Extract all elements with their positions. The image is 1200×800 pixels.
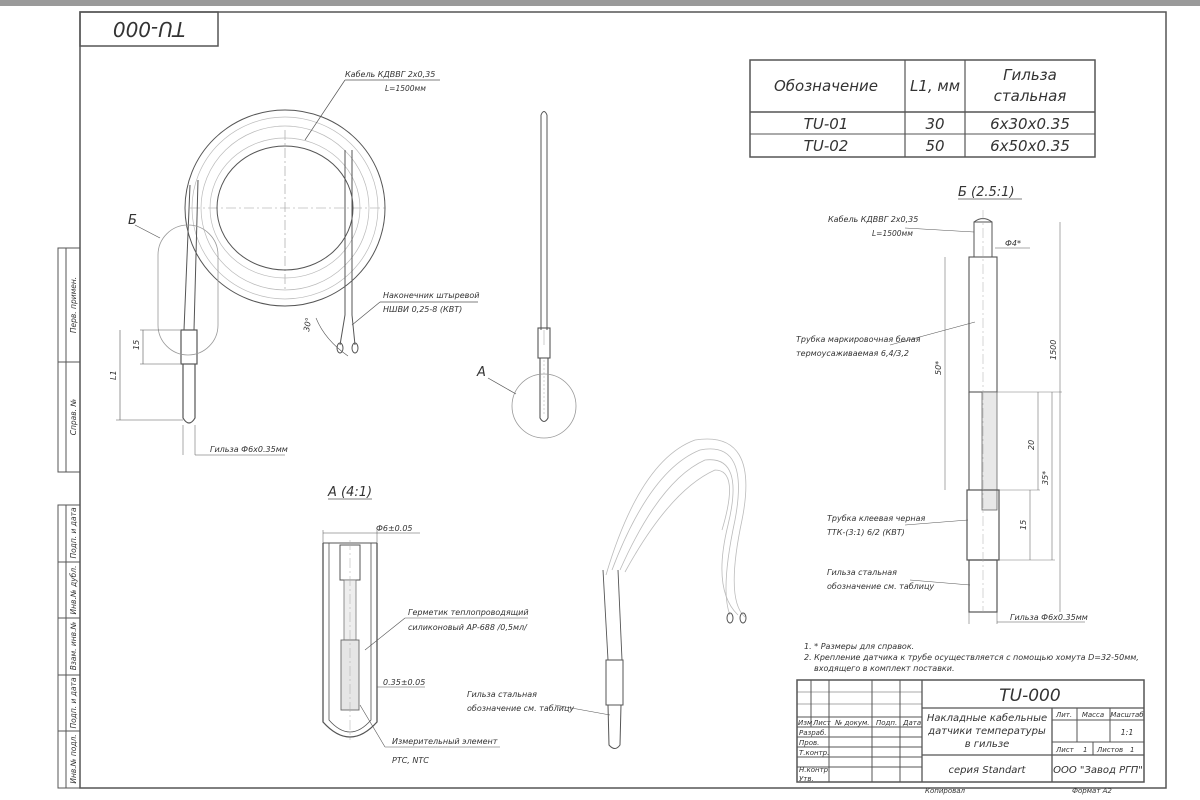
table-cell: TU-02 (804, 137, 849, 155)
table-header-l1: L1, мм (910, 77, 960, 95)
strip-label: Инв.№ подл. (69, 734, 78, 783)
tb-row-tkontr: Т.контр. (799, 749, 829, 757)
detail-b-title: Б (2.5:1) (958, 185, 1015, 200)
tb-mass: Масса (1082, 711, 1104, 719)
angle-dim: 30° (302, 317, 313, 333)
b-dim-1500: 1500 (1049, 340, 1058, 360)
b-glue-label-1: Трубка клеевая черная (827, 514, 926, 523)
b-dim-15: 15 (1019, 520, 1028, 530)
iso-view: Гильза стальная обозначение см. таблицу (467, 438, 747, 749)
a-element-1: Измерительный элемент (392, 737, 498, 746)
b-dim-35: 35* (1041, 471, 1050, 485)
table-cell: 30 (925, 115, 944, 133)
strip-label: Справ. № (69, 399, 78, 436)
table-header-designation: Обозначение (774, 77, 878, 95)
b-dim-20: 20 (1027, 440, 1036, 450)
notes: 1. * Размеры для справок. 2. Крепление д… (804, 642, 1139, 673)
dim-15: 15 (132, 340, 141, 350)
tb-col-doc: № докум. (834, 719, 870, 727)
side-view: А (476, 111, 577, 439)
tb-sheet-val: 1 (1083, 746, 1087, 754)
table-cell: 50 (925, 137, 944, 155)
detail-a-title: А (4:1) (327, 485, 372, 500)
note-line: входящего в комплект поставки. (814, 664, 954, 673)
tip-label-2: НШВИ 0,25-8 (КВТ) (383, 305, 462, 314)
cable-label: Кабель КДВВГ 2х0,35 (345, 70, 435, 79)
table-cell: 6x30x0.35 (990, 115, 1070, 133)
table-cell: TU-01 (804, 115, 849, 133)
tb-company: ООО "Завод РГП" (1053, 765, 1143, 776)
strip-label: Перв. примен. (69, 277, 78, 333)
tb-scale-val: 1:1 (1121, 728, 1134, 737)
spec-table: Обозначение L1, мм Гильза стальная TU-01… (749, 59, 1096, 158)
main-view: Б Кабель КДВВГ 2х0,35 L=1500мм Наконечни… (109, 70, 479, 456)
tb-sheet: Лист (1055, 746, 1075, 754)
tb-format: Формат А2 (1072, 787, 1112, 795)
strip-label: Подп. и дата (69, 677, 78, 728)
tb-lit: Лит. (1055, 711, 1072, 719)
tb-name-1: Накладные кабельные (927, 712, 1047, 724)
tb-row-utv: Утв. (799, 775, 814, 783)
a-sealant-2: силиконовый АР-688 /0,5мл/ (408, 623, 528, 632)
note-line: 1. * Размеры для справок. (804, 642, 914, 651)
a-element-2: PTC, NTC (392, 756, 429, 765)
tb-name-3: в гильзе (965, 739, 1010, 750)
iso-sleeve-2: обозначение см. таблицу (467, 704, 574, 713)
detail-b: Б (2.5:1) Кабель КДВВГ 2х0,35 L=1500мм Ф… (796, 185, 1088, 624)
table-header-sleeve: Гильза (1003, 66, 1057, 84)
tb-row-razrab: Разраб. (799, 729, 827, 737)
table-header-steel: стальная (994, 87, 1067, 105)
a-wall: 0.35±0.05 (383, 678, 425, 687)
tip-label-1: Наконечник штыревой (383, 291, 479, 300)
b-glue-label-2: ТТК-(3:1) 6/2 (КВТ) (827, 528, 905, 537)
tb-col-izm: Изм (798, 719, 813, 727)
b-steel-label-1: Гильза стальная (827, 568, 897, 577)
title-block: Изм Лист № докум. Подп. Дата Разраб. Про… (796, 679, 1145, 795)
top-band (0, 0, 1200, 6)
side-strip: Перв. примен. Справ. № Подп. и дата Инв.… (57, 247, 81, 789)
tb-name-2: датчики температуры (927, 726, 1046, 737)
tb-series: серия Standart (949, 765, 1027, 776)
b-sleeve-label: Гильза Ф6х0.35мм (1010, 613, 1088, 622)
tb-row-nkontr: Н.контр. (799, 766, 830, 774)
b-cable-label: Кабель КДВВГ 2х0,35 (828, 215, 918, 224)
b-diameter: Ф4* (1005, 239, 1021, 248)
note-line: 2. Крепление датчика к трубе осуществляе… (804, 653, 1139, 662)
tb-scale: Масштаб (1110, 711, 1144, 719)
strip-label: Инв.№ дубл. (69, 566, 78, 615)
rotated-stamp: TU-000 (79, 11, 219, 47)
a-sealant-1: Герметик теплопроводящий (408, 608, 529, 617)
b-tube-label-1: Трубка маркировочная белая (796, 335, 921, 344)
table-cell: 6x50x0.35 (990, 137, 1070, 155)
tb-col-list: Лист (812, 719, 832, 727)
strip-label: Взам. инв.№ (69, 622, 78, 671)
b-tube-label-2: термоусаживаемая 6,4/3,2 (796, 349, 909, 358)
tb-row-prov: Пров. (799, 739, 819, 747)
a-diameter: Ф6±0.05 (376, 524, 413, 533)
tb-col-date: Дата (902, 719, 921, 727)
tb-sheets-val: 1 (1130, 746, 1134, 754)
tb-sheets: Листов (1096, 746, 1123, 754)
b-dim-50: 50* (934, 361, 943, 375)
tb-col-sign: Подп. (876, 719, 897, 727)
b-cable-length: L=1500мм (872, 229, 913, 238)
strip-label: Подп. и дата (69, 507, 78, 558)
b-steel-label-2: обозначение см. таблицу (827, 582, 934, 591)
main-sleeve-label: Гильза Ф6х0.35мм (210, 445, 288, 454)
callout-b: Б (128, 213, 137, 228)
callout-a: А (476, 365, 486, 380)
iso-sleeve-1: Гильза стальная (467, 690, 537, 699)
stamp-text: TU-000 (113, 17, 185, 41)
dim-l1: L1 (109, 370, 118, 380)
cable-length: L=1500мм (385, 84, 426, 93)
tb-designation: TU-000 (999, 686, 1060, 706)
tb-copied: Копировал (925, 787, 966, 795)
detail-a: А (4:1) Ф6±0.05 Герметик теплопроводящий… (322, 485, 529, 765)
